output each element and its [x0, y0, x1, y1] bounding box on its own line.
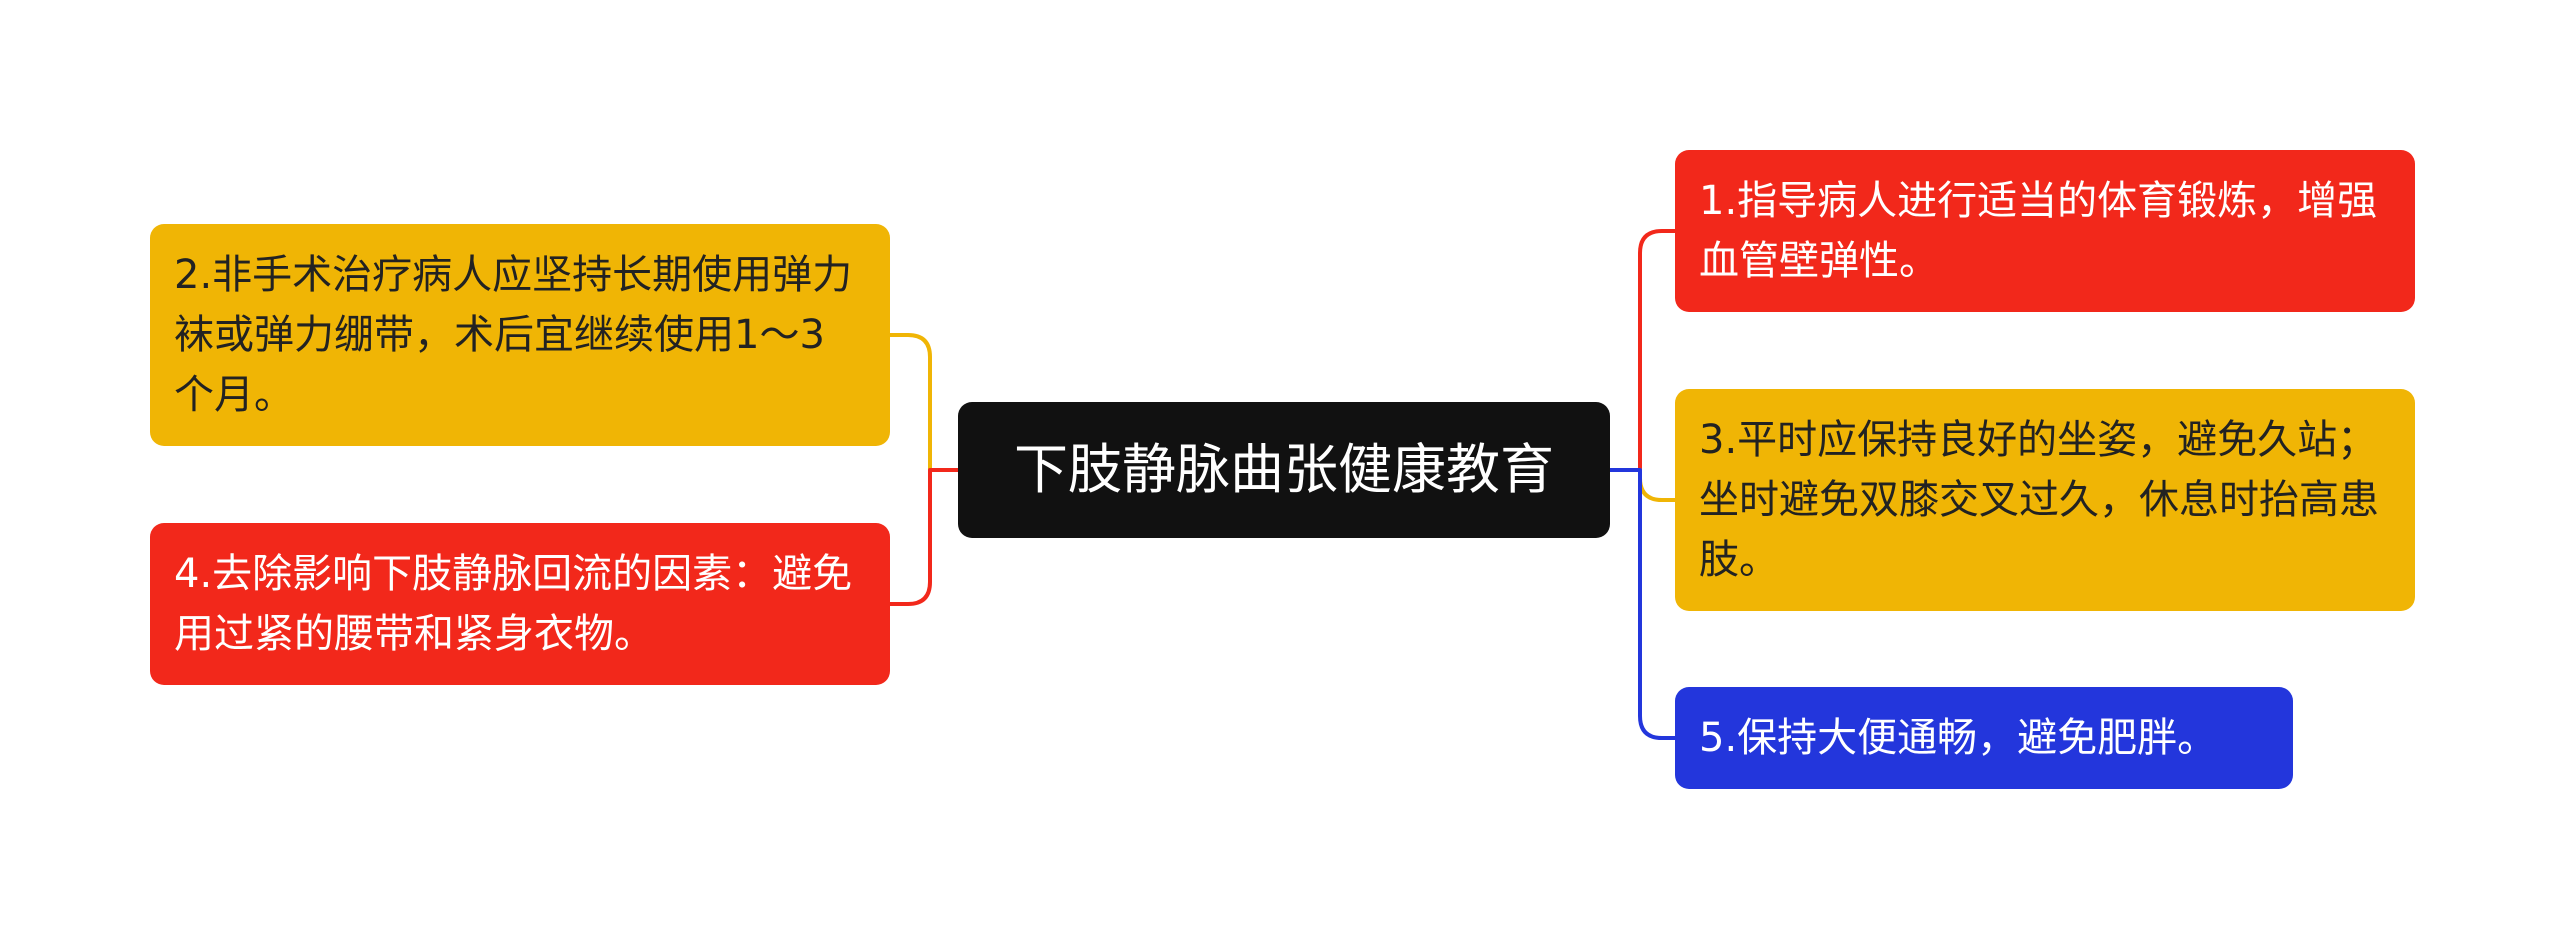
branch-node-2-label: 2.非手术治疗病人应坚持长期使用弹力袜或弹力绷带，术后宜继续使用1～3个月。 [174, 252, 853, 418]
branch-node-3-label: 3.平时应保持良好的坐姿，避免久站；坐时避免双膝交叉过久，休息时抬高患肢。 [1699, 417, 2379, 583]
branch-node-2[interactable]: 2.非手术治疗病人应坚持长期使用弹力袜或弹力绷带，术后宜继续使用1～3个月。 [150, 224, 890, 446]
branch-node-5[interactable]: 5.保持大便通畅，避免肥胖。 [1675, 687, 2293, 789]
root-node[interactable]: 下肢静脉曲张健康教育 [958, 402, 1610, 538]
connector-root-to-n4 [888, 468, 960, 606]
branch-node-5-label: 5.保持大便通畅，避免肥胖。 [1699, 715, 2218, 761]
connector-root-to-n1 [1608, 229, 1677, 472]
branch-node-1[interactable]: 1.指导病人进行适当的体育锻炼，增强血管壁弹性。 [1675, 150, 2415, 312]
root-node-label: 下肢静脉曲张健康教育 [1014, 438, 1554, 501]
connector-root-to-n2 [888, 333, 960, 472]
branch-node-1-label: 1.指导病人进行适当的体育锻炼，增强血管壁弹性。 [1699, 178, 2378, 284]
branch-node-4[interactable]: 4.去除影响下肢静脉回流的因素：避免用过紧的腰带和紧身衣物。 [150, 523, 890, 685]
branch-node-4-label: 4.去除影响下肢静脉回流的因素：避免用过紧的腰带和紧身衣物。 [174, 551, 853, 657]
connector-root-to-n3 [1608, 468, 1677, 502]
branch-node-3[interactable]: 3.平时应保持良好的坐姿，避免久站；坐时避免双膝交叉过久，休息时抬高患肢。 [1675, 389, 2415, 611]
connector-root-to-n5 [1608, 468, 1677, 740]
